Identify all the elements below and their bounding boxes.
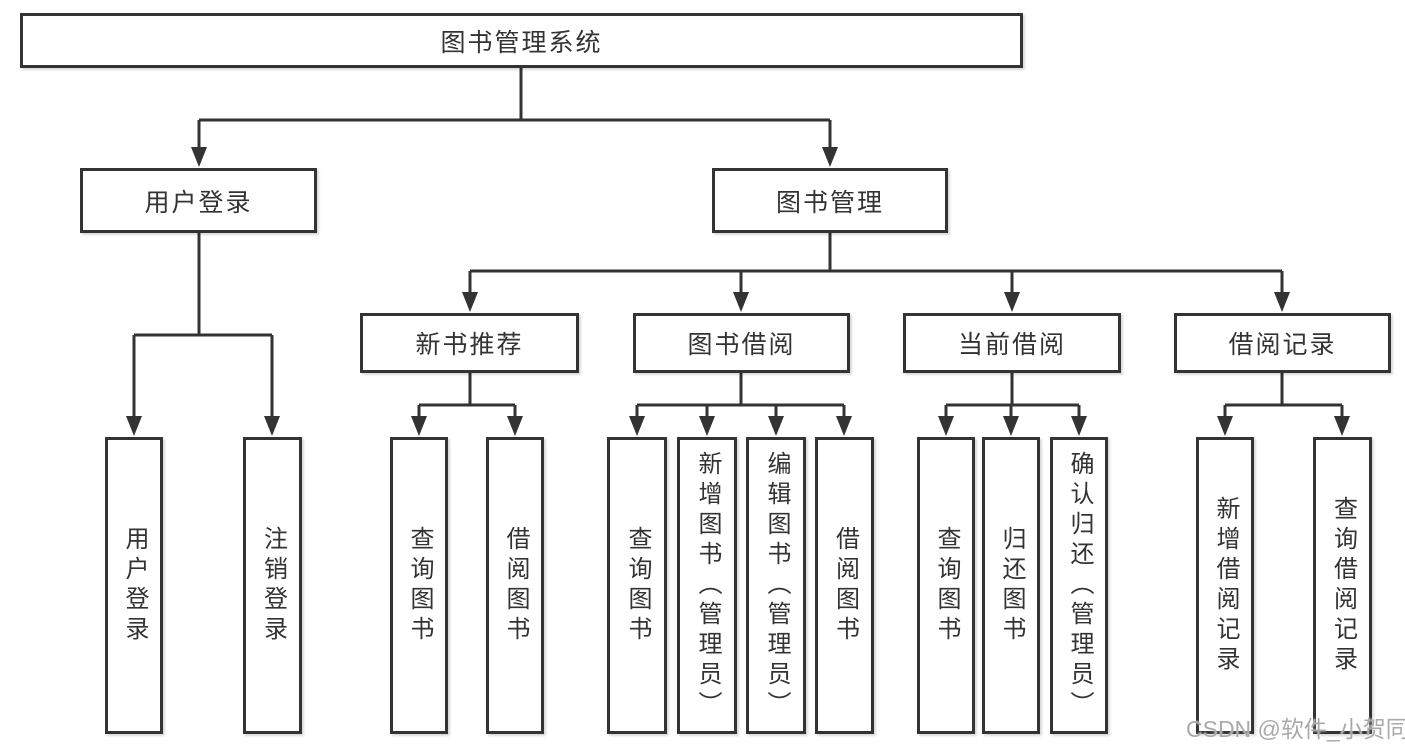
leaf-edit-book-admin: 编辑图书（管理员） — [746, 437, 806, 734]
leaf-return-books: 归还图书 — [982, 437, 1040, 734]
node-label: 查询借阅记录 — [1329, 495, 1357, 676]
leaf-query-borrow-record: 查询借阅记录 — [1313, 437, 1372, 734]
csdn-watermark: CSDN @软件_小贺同学 — [1186, 716, 1405, 742]
node-label: 图书管理 — [775, 188, 884, 217]
node-book-borrow: 图书借阅 — [633, 313, 850, 373]
node-label: 查询图书 — [933, 525, 960, 646]
node-new-book-recommend: 新书推荐 — [360, 313, 579, 373]
node-label: 图书管理系统 — [440, 28, 603, 57]
leaf-borrow-books-1: 借阅图书 — [486, 437, 544, 734]
leaf-query-books-3: 查询图书 — [917, 437, 975, 734]
node-label: 借阅记录 — [1228, 331, 1337, 359]
node-label: 借阅图书 — [831, 525, 859, 646]
leaf-borrow-books-2: 借阅图书 — [815, 437, 874, 734]
leaf-query-books-2: 查询图书 — [607, 437, 667, 734]
leaf-logout: 注销登录 — [243, 437, 302, 734]
leaf-query-books-1: 查询图书 — [390, 437, 448, 734]
node-label: 用户登录 — [144, 188, 253, 217]
node-label: 图书借阅 — [687, 331, 796, 359]
leaf-confirm-return-admin: 确认归还（管理员） — [1050, 437, 1108, 734]
node-label: 查询图书 — [624, 525, 651, 646]
node-label: 编辑图书（管理员） — [763, 450, 790, 721]
node-book-management: 图书管理 — [712, 168, 948, 233]
node-label: 查询图书 — [406, 525, 433, 646]
node-label: 借阅图书 — [502, 525, 529, 646]
node-user-login: 用户登录 — [80, 168, 317, 233]
leaf-add-borrow-record: 新增借阅记录 — [1196, 437, 1254, 734]
node-label: 新增图书（管理员） — [694, 450, 721, 721]
leaf-add-book-admin: 新增图书（管理员） — [677, 437, 737, 734]
node-root: 图书管理系统 — [20, 13, 1023, 68]
node-label: 当前借阅 — [957, 331, 1066, 359]
node-label: 用户登录 — [121, 525, 148, 646]
node-borrow-records: 借阅记录 — [1174, 313, 1391, 373]
node-current-borrow: 当前借阅 — [903, 313, 1121, 373]
node-label: 确认归还（管理员） — [1066, 450, 1093, 721]
node-label: 新书推荐 — [415, 331, 524, 359]
node-label: 注销登录 — [259, 525, 287, 646]
node-label: 新增借阅记录 — [1212, 495, 1239, 676]
node-label: 归还图书 — [998, 525, 1025, 646]
leaf-user-login: 用户登录 — [105, 437, 163, 734]
